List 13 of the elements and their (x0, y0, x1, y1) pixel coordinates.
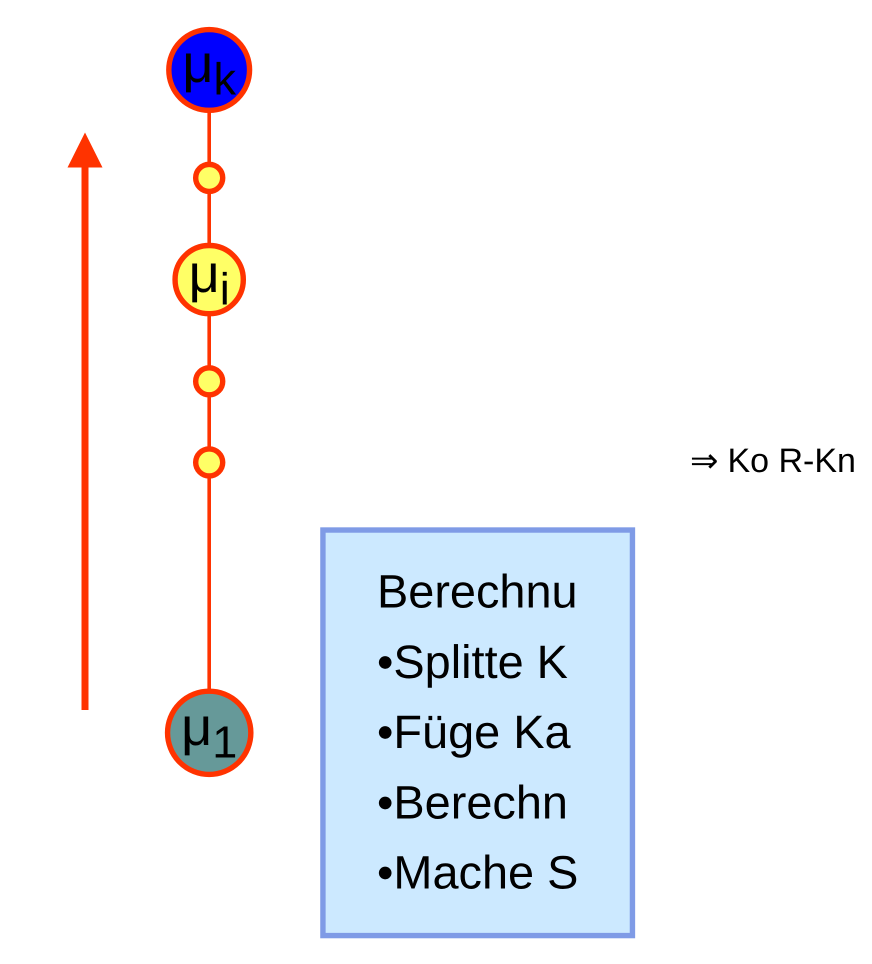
node-circle: μ$_{k}$ (166, 26, 252, 113)
node-circle (192, 162, 226, 194)
connector (207, 394, 211, 449)
node-circle: μ$_{1}$ (164, 688, 254, 778)
node-box: Berechnu •Splitte K •Füge Ka •Berechn •Mache S (320, 527, 636, 938)
connector (207, 191, 211, 246)
note-text: ⇒ Ko R-Kn (690, 441, 856, 482)
connector (207, 314, 211, 368)
connector (207, 476, 211, 692)
node-circle (192, 446, 226, 479)
node-circle (192, 365, 226, 398)
node-circle: μ$_{i}$ (172, 242, 246, 316)
connector (207, 110, 211, 164)
